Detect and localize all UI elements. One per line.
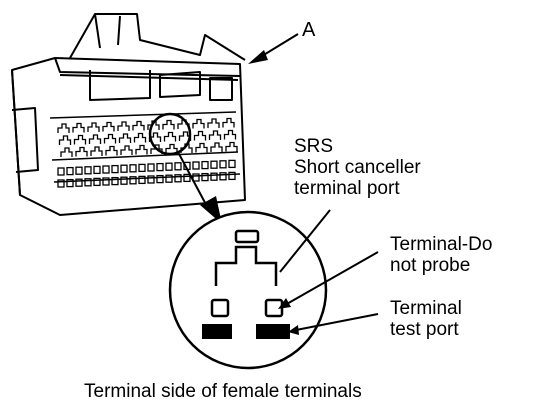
zoom-arrow-head — [200, 196, 222, 224]
label-line: not probe — [390, 255, 471, 276]
terminal-cavity — [118, 133, 132, 143]
top-slot — [234, 229, 260, 244]
label-terminal-test-port: Terminal test port — [390, 298, 462, 340]
terminal-cavity — [87, 122, 100, 132]
terminal-cavity — [120, 164, 128, 173]
terminal-cavity — [102, 121, 115, 132]
terminal-cavity — [165, 143, 178, 154]
terminal-cavity — [219, 172, 227, 181]
label-line: SRS — [294, 136, 334, 157]
terminal-cavity — [66, 166, 74, 176]
terminal-cavity — [222, 117, 235, 128]
terminal-cavity — [174, 174, 182, 183]
terminal-cavity — [228, 171, 236, 181]
terminal-cavity — [58, 135, 72, 145]
terminal-cavity — [84, 166, 92, 175]
terminal-cavity — [162, 119, 175, 130]
label-line: Terminal-Do — [390, 234, 493, 255]
terminal-cavity — [150, 144, 163, 154]
terminal-cavity — [102, 165, 110, 174]
label-line: Terminal — [390, 298, 462, 319]
terminal-cavity — [210, 160, 218, 169]
terminal-cavity — [93, 165, 101, 175]
terminal-cavity — [192, 161, 200, 170]
terminal-cavity — [207, 118, 220, 128]
terminal-cavity — [120, 176, 128, 185]
terminal-cavity — [208, 130, 222, 140]
label-a-arrow-head — [248, 50, 268, 64]
terminal-cavity — [219, 160, 227, 169]
terminal-cavity — [84, 178, 92, 187]
terminal-cavity — [210, 172, 218, 181]
terminal-cavity — [73, 134, 87, 145]
terminal-cavity — [75, 146, 88, 157]
terminal-cavity — [156, 174, 164, 184]
terminal-cavity — [90, 146, 103, 156]
terminal-cavity — [225, 141, 238, 152]
terminal-cavity — [111, 176, 119, 186]
magnifier-target-ring — [148, 112, 192, 156]
terminal-cavity — [57, 123, 70, 133]
terminal-cavity — [228, 159, 236, 169]
terminal-cavity — [201, 172, 209, 182]
terminal-cavity — [192, 173, 200, 182]
terminal-cavity — [210, 142, 223, 152]
terminal-do-not-probe-left — [210, 298, 230, 318]
terminal-cavity — [163, 131, 177, 142]
terminal-cavity — [138, 163, 146, 173]
terminal-cavity — [93, 177, 101, 187]
terminal-cavity — [72, 122, 85, 133]
terminal-cavity — [165, 162, 173, 171]
terminal-cavity — [193, 130, 207, 141]
zoom-circle — [168, 210, 328, 370]
terminal-cavity — [195, 142, 208, 153]
terminal-test-port-left — [202, 324, 232, 339]
terminal-cavity — [66, 178, 74, 188]
terminal-cavity — [133, 132, 147, 143]
terminal-cavity — [147, 175, 155, 184]
srs-short-canceller-port — [214, 245, 278, 286]
terminal-cavity — [192, 118, 205, 129]
terminal-cavity — [129, 164, 137, 173]
terminal-cavity — [75, 178, 83, 187]
terminal-cavity — [147, 163, 155, 172]
label-line: Short canceller — [294, 157, 421, 178]
terminal-cavity — [174, 162, 182, 171]
terminal-cavity — [138, 175, 146, 185]
terminal-cavity — [183, 173, 191, 183]
label-line: terminal port — [294, 178, 400, 199]
label-srs-short-canceller: SRS Short canceller terminal port — [294, 136, 421, 199]
diagram-caption: Terminal side of female terminals — [84, 381, 362, 402]
terminal-cavity — [102, 177, 110, 186]
label-line: test port — [390, 319, 459, 340]
label-connector-a: A — [302, 19, 316, 41]
terminal-cavity — [57, 179, 65, 188]
terminal-cavity — [111, 164, 119, 174]
terminal-cavity — [120, 145, 133, 155]
terminal-cavity — [57, 167, 65, 176]
terminal-cavity — [132, 120, 145, 131]
terminal-cavity — [135, 144, 148, 155]
terminal-cavity — [165, 174, 173, 183]
terminal-cavity — [105, 145, 118, 156]
terminal-cavity — [88, 134, 102, 144]
label-terminal-do-not-probe: Terminal-Do not probe — [390, 234, 492, 276]
connector-side-latch — [11, 107, 39, 173]
terminal-cavity — [75, 166, 83, 175]
terminal-cavity — [201, 160, 209, 170]
terminal-cavity — [60, 147, 73, 157]
terminal-cavity — [156, 162, 164, 172]
terminal-cavity — [223, 129, 237, 140]
terminal-cavity — [103, 133, 117, 144]
terminal-cavity — [117, 121, 130, 131]
terminal-cavity — [129, 176, 137, 185]
terminal-test-port — [256, 324, 290, 339]
